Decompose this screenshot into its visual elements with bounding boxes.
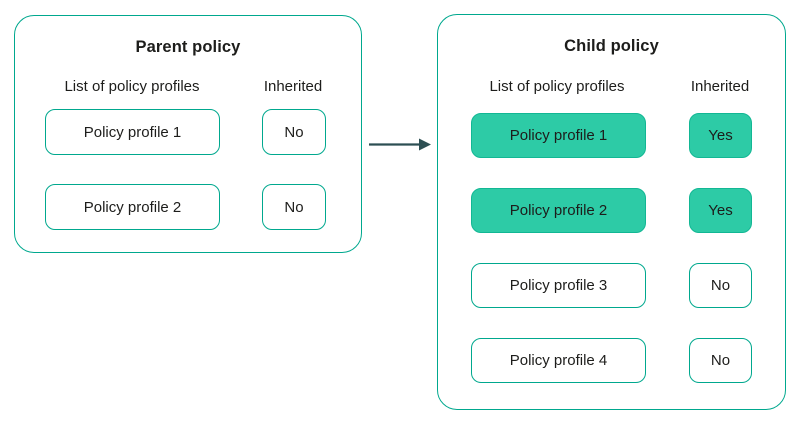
parent-inherited-1-box: No: [262, 109, 326, 155]
parent-inherited-column-header: Inherited: [263, 78, 323, 95]
child-inherited-2-box: Yes: [689, 188, 752, 233]
child-policy-profile-4-box: Policy profile 4: [471, 338, 646, 383]
parent-policy-panel: Parent policy List of policy profiles In…: [14, 15, 362, 253]
parent-policy-profile-1-box: Policy profile 1: [45, 109, 220, 155]
parent-inherited-2-box: No: [262, 184, 326, 230]
child-policy-title: Child policy: [564, 37, 659, 55]
parent-policy-profile-2-box: Policy profile 2: [45, 184, 220, 230]
parent-profiles-column-header: List of policy profiles: [64, 78, 200, 95]
child-inherited-4-box: No: [689, 338, 752, 383]
child-policy-profile-1-box: Policy profile 1: [471, 113, 646, 158]
child-inherited-3-box: No: [689, 263, 752, 308]
parent-policy-title: Parent policy: [135, 38, 241, 56]
child-policy-profile-3-box: Policy profile 3: [471, 263, 646, 308]
right-arrow-icon: [369, 138, 431, 151]
inheritance-arrow: [363, 134, 435, 155]
child-profiles-column-header: List of policy profiles: [489, 78, 625, 95]
child-policy-panel: Child policy List of policy profiles Inh…: [437, 14, 786, 410]
child-inherited-column-header: Inherited: [690, 78, 750, 95]
child-inherited-1-box: Yes: [689, 113, 752, 158]
child-policy-profile-2-box: Policy profile 2: [471, 188, 646, 233]
